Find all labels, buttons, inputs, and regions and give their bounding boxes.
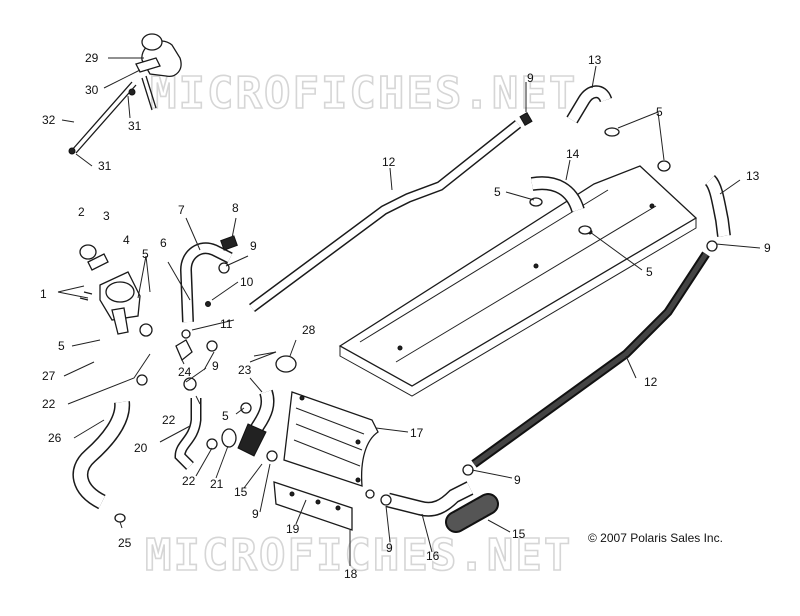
callout-12: 12 (382, 155, 396, 169)
callout-29: 29 (85, 51, 99, 65)
callout-25: 25 (118, 536, 132, 550)
callout-24: 24 (178, 365, 192, 379)
hose-13-right (704, 175, 731, 237)
radiator (283, 391, 379, 499)
callout-9: 9 (212, 359, 219, 373)
callout-12: 12 (644, 375, 658, 389)
callout-4: 4 (123, 233, 130, 247)
callout-27: 27 (42, 369, 56, 383)
callout-23: 23 (238, 363, 252, 377)
callout-5: 5 (646, 265, 653, 279)
callout-6: 6 (160, 236, 167, 250)
hose-23 (237, 389, 278, 462)
callout-9: 9 (386, 541, 393, 555)
callout-13: 13 (746, 169, 760, 183)
callout-13: 13 (588, 53, 602, 67)
hose-13-top (566, 85, 671, 172)
fitting-24 (175, 329, 218, 362)
coolant-tube-lower (462, 240, 718, 476)
callout-14: 14 (566, 147, 580, 161)
overflow-bottle (135, 33, 182, 111)
callout-3: 3 (103, 209, 110, 223)
callout-labels: 29 30 31 32 31 2 3 4 1 5 5 27 22 26 25 6… (40, 51, 771, 581)
callout-1: 1 (40, 287, 47, 301)
callout-9: 9 (764, 241, 771, 255)
callout-10: 10 (240, 275, 254, 289)
hose-26 (72, 401, 131, 523)
copyright-text: © 2007 Polaris Sales Inc. (588, 531, 723, 545)
bracket-19 (273, 481, 353, 531)
callout-17: 17 (410, 426, 424, 440)
callout-30: 30 (85, 83, 99, 97)
callout-5: 5 (58, 339, 65, 353)
leader-lines (57, 57, 761, 566)
hose-20 (174, 377, 237, 470)
watermark-top: MICROFICHES.NET (150, 68, 577, 119)
callout-9: 9 (252, 507, 259, 521)
coolant-tube-upper (249, 111, 533, 313)
callout-2: 2 (78, 205, 85, 219)
callout-21: 21 (210, 477, 224, 491)
callout-22: 22 (182, 474, 196, 488)
callout-9: 9 (250, 239, 257, 253)
callout-22: 22 (42, 397, 56, 411)
callout-31: 31 (128, 119, 142, 133)
callout-5: 5 (222, 409, 229, 423)
hose-14 (529, 176, 592, 235)
callout-16: 16 (426, 549, 440, 563)
callout-28: 28 (302, 323, 316, 337)
callout-11: 11 (220, 317, 233, 331)
callout-20: 20 (134, 441, 148, 455)
cap-28 (275, 355, 297, 373)
callout-5: 5 (142, 247, 149, 261)
vent-hose (68, 81, 137, 155)
callout-7: 7 (178, 203, 185, 217)
callout-22: 22 (162, 413, 176, 427)
hose-27 (84, 343, 148, 386)
pressure-cap (79, 244, 109, 271)
callout-8: 8 (232, 201, 239, 215)
callout-5: 5 (656, 105, 663, 119)
callout-18: 18 (344, 567, 358, 581)
callout-9: 9 (514, 473, 521, 487)
tunnel-plate (338, 165, 698, 397)
watermark-bottom: MICROFICHES.NET (145, 530, 572, 581)
callout-32: 32 (42, 113, 56, 127)
hose-16 (380, 481, 499, 533)
callout-5: 5 (494, 185, 501, 199)
pipe-7 (179, 235, 238, 323)
callout-9: 9 (527, 71, 534, 85)
callout-31: 31 (98, 159, 112, 173)
callout-26: 26 (48, 431, 62, 445)
thermostat-housing (79, 271, 153, 337)
callout-15: 15 (234, 485, 248, 499)
callout-15: 15 (512, 527, 526, 541)
callout-19: 19 (286, 522, 300, 536)
